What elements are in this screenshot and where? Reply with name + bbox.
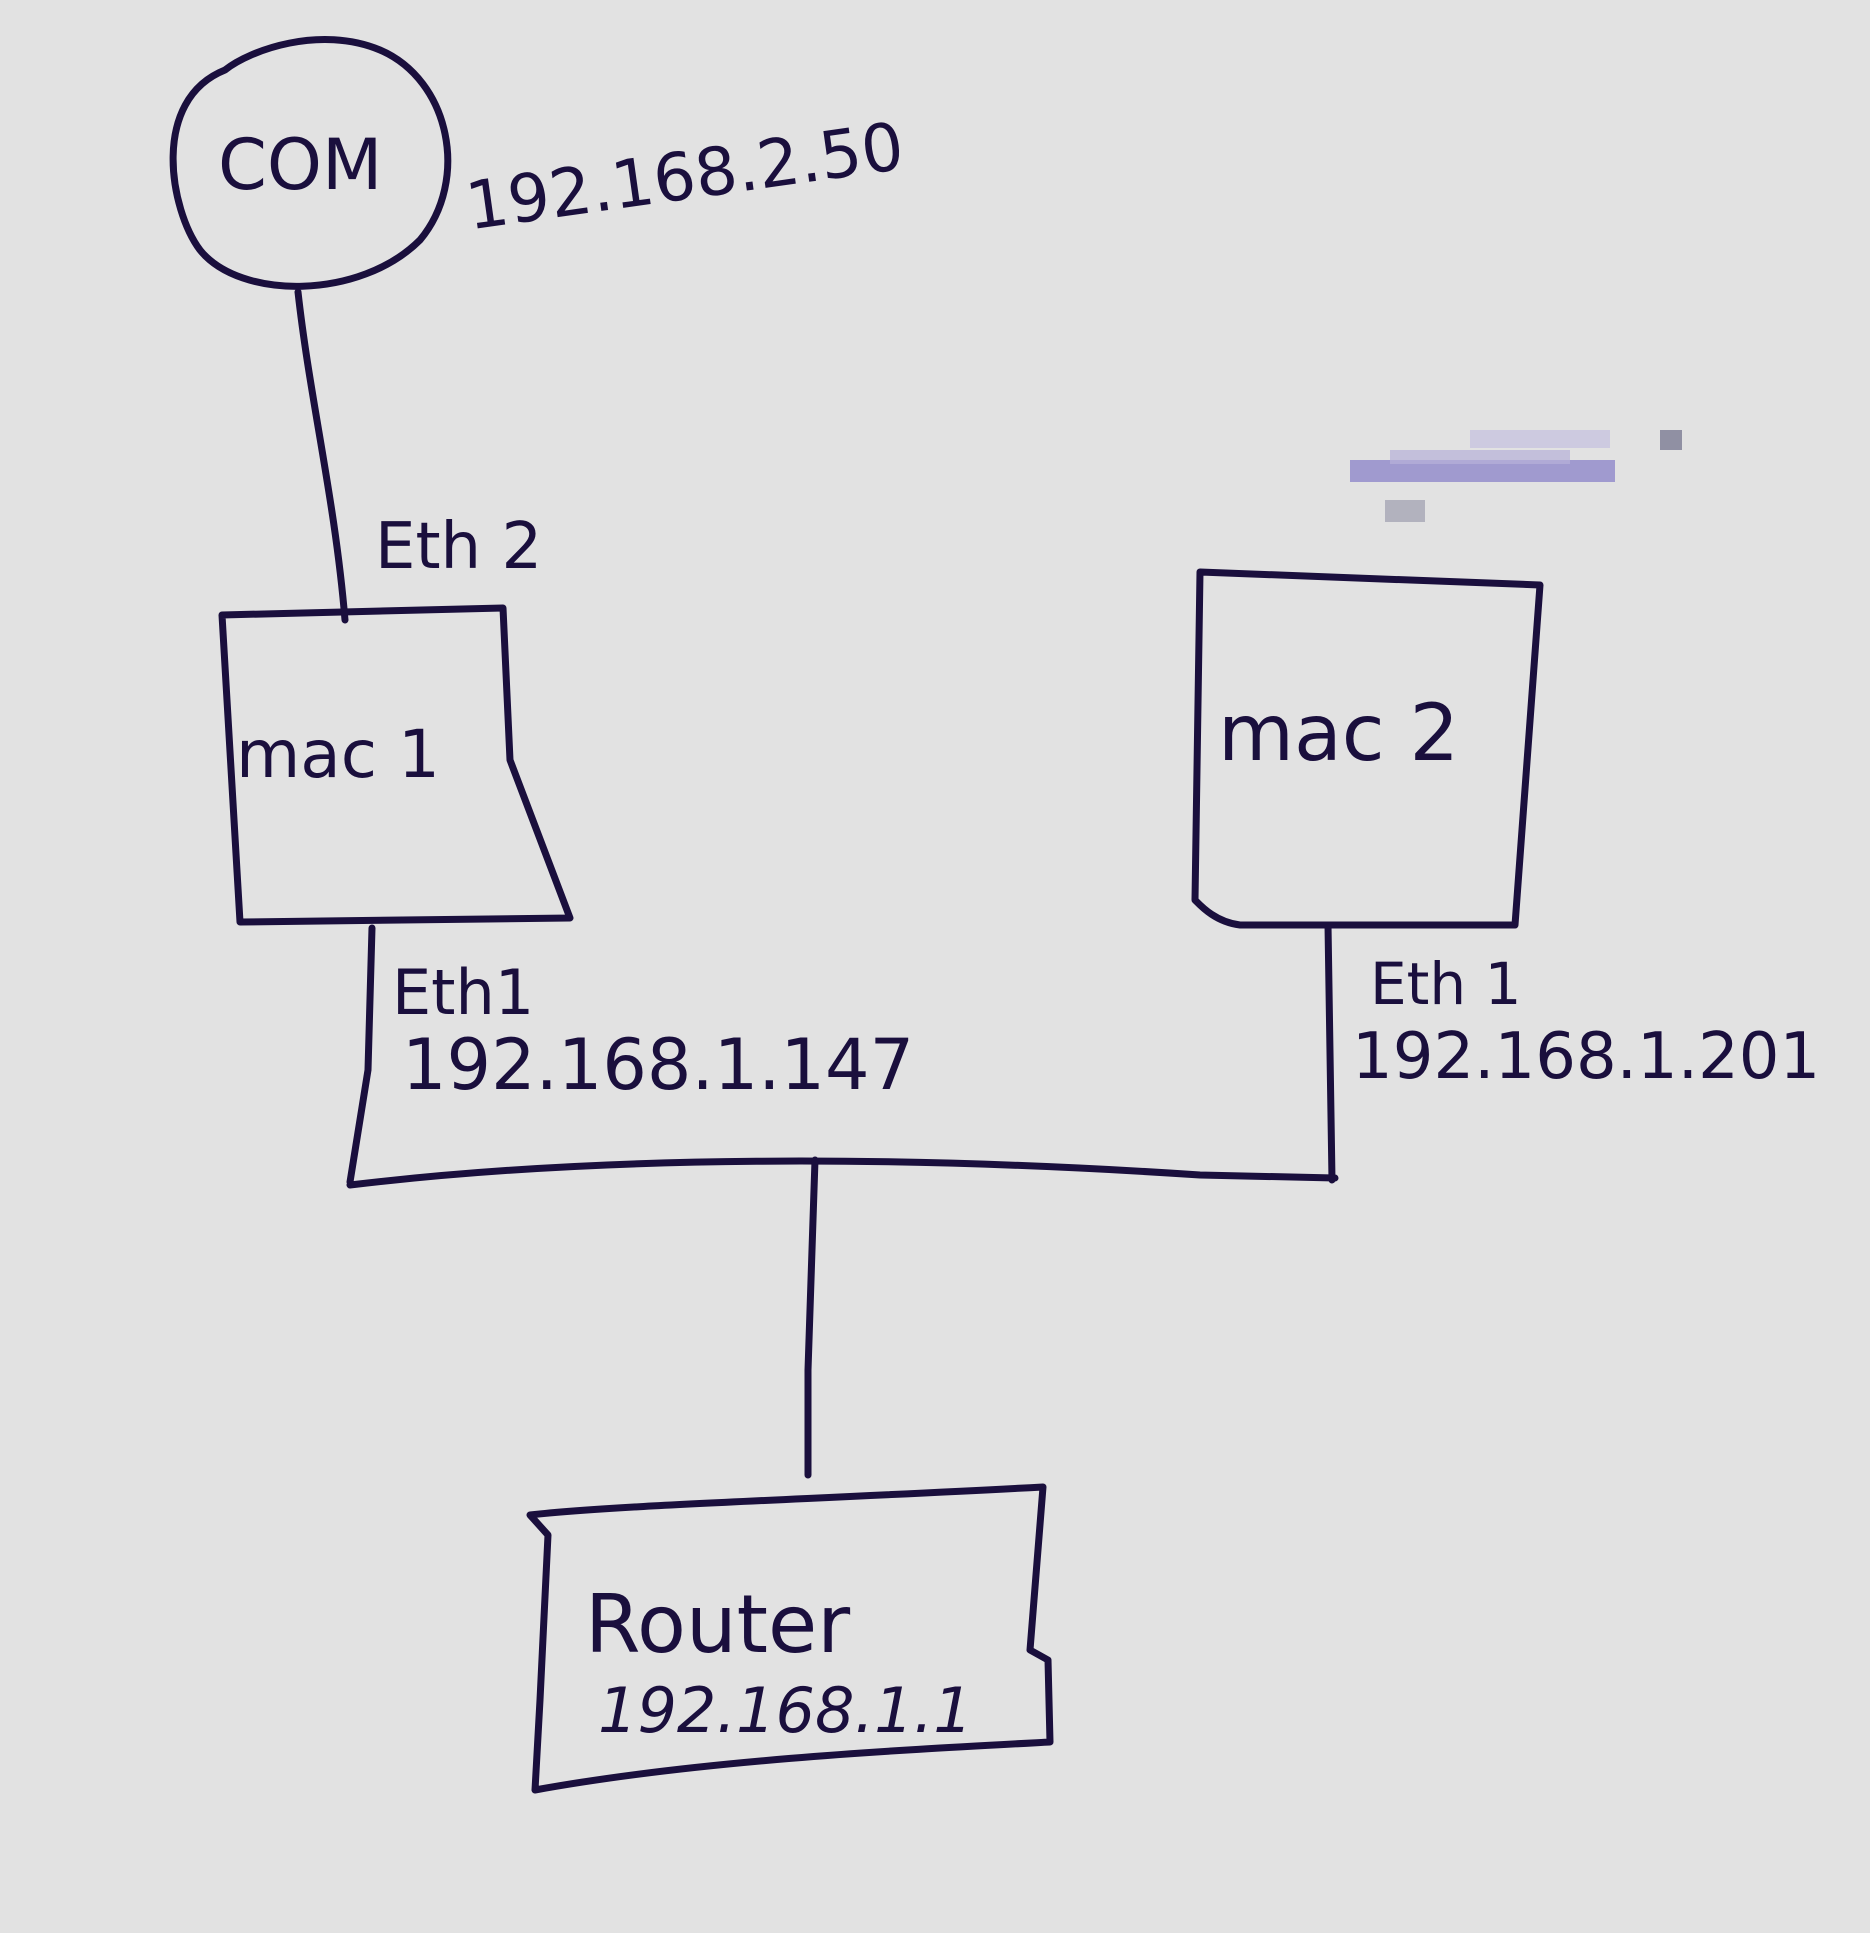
bus-router-link [804, 1156, 819, 1479]
com-label: COM [218, 124, 383, 206]
redacted-smudge [1350, 430, 1685, 525]
bus-line [346, 1157, 1339, 1189]
com-mac1-link [294, 288, 349, 624]
router-node-box [526, 1483, 1054, 1794]
mac2-ip-label: 192.168.1.201 [1352, 1020, 1821, 1094]
mac2-label: mac 2 [1218, 689, 1460, 779]
router-label: Router [585, 1578, 851, 1671]
mac1-label: mac 1 [236, 716, 440, 793]
mac1-node-box [218, 604, 574, 926]
mac1-eth2-label: Eth 2 [375, 510, 543, 584]
mac2-eth1-label: Eth 1 [1370, 950, 1522, 1018]
mac1-eth1-label: Eth1 [392, 956, 535, 1029]
mac1-ip-label: 192.168.1.147 [402, 1024, 915, 1106]
mac2-drop-line [1324, 921, 1336, 1184]
mac1-drop-line [346, 924, 376, 1186]
com-node-circle [169, 36, 452, 290]
mac2-node-box [1191, 568, 1544, 929]
router-ip-label: 192.168.1.1 [598, 1674, 973, 1747]
